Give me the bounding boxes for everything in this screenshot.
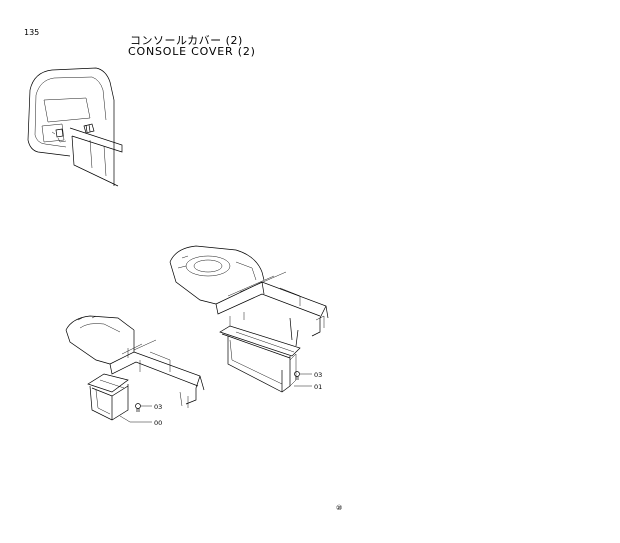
right-storage-box-illustration	[219, 325, 312, 393]
callout-left-screw: 03	[154, 403, 162, 411]
cab-overview-illustration	[27, 67, 123, 187]
footer-marker: ⑩	[336, 504, 343, 512]
title-english: CONSOLE COVER (2)	[128, 45, 256, 58]
title-japanese: コンソールカバー (2)	[130, 34, 243, 47]
left-console-frame-illustration	[65, 315, 205, 408]
left-storage-box-illustration	[87, 373, 152, 423]
callout-right-screw: 03	[314, 371, 322, 379]
callout-right-cover: 01	[314, 383, 322, 391]
right-console-frame-illustration	[169, 245, 329, 347]
callout-left-cover: 00	[154, 419, 162, 427]
page-number: 135	[24, 28, 40, 37]
